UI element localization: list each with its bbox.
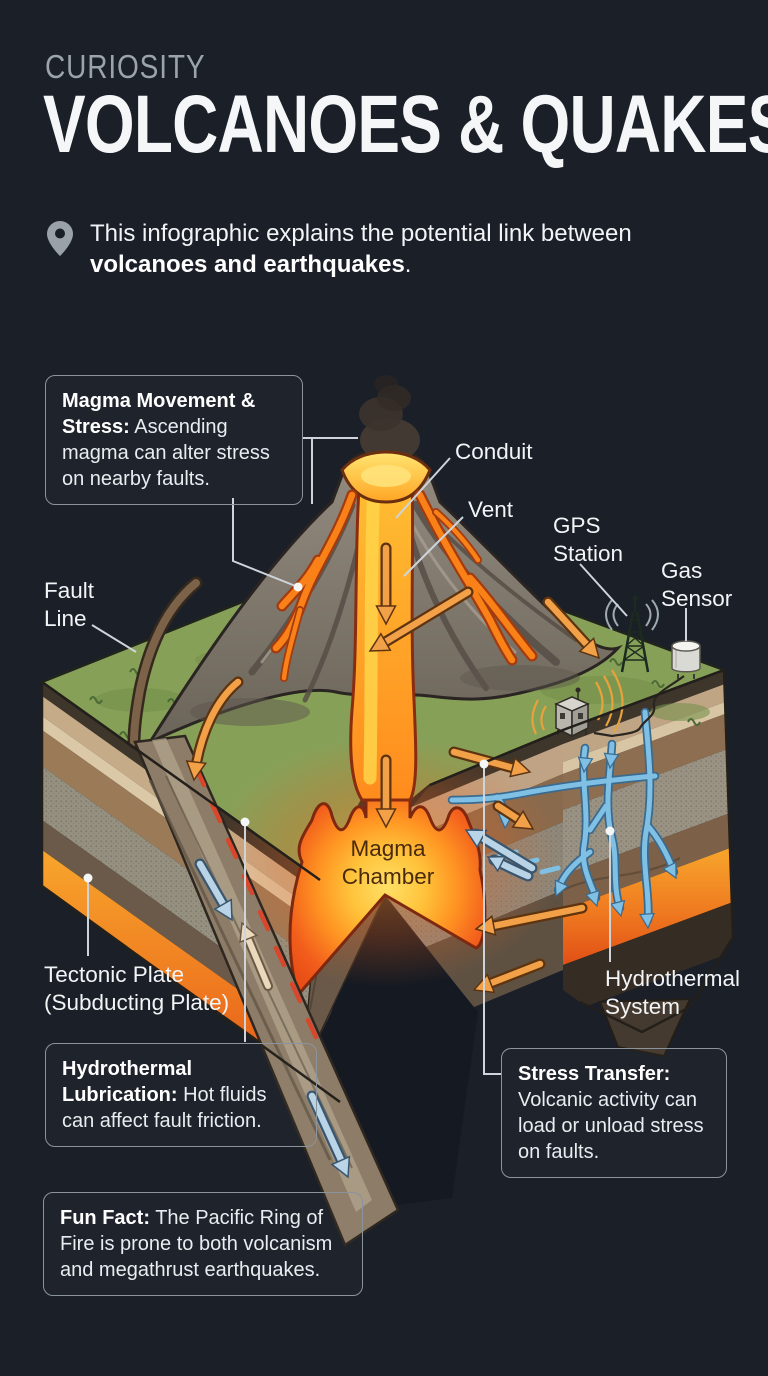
intro-bold: volcanoes and earthquakes [90,251,405,278]
callout-hydro-text: Hot fluids can affect fault friction. [62,1084,267,1132]
connector-lines [87,437,687,1075]
tectonic-plate-label: Tectonic Plate(Subducting Plate) [44,962,229,1015]
seismometer-icon [554,687,590,738]
page-title: VOLCANOES & QUAKES [43,79,768,170]
intro-line1: This infographic explains the potential … [90,220,632,247]
callout-stress-transfer: Stress Transfer: Volcanic activity can l… [501,1048,727,1178]
callout-magma-text: Ascending magma can alter stress on near… [62,416,270,490]
intro-text: This infographic explains the potential … [90,220,632,278]
seismic-waves-icon [531,669,624,735]
smoke-plume [359,375,420,462]
location-pin-icon [47,221,73,256]
gps-tower-icon [620,595,650,673]
sensor-cable [593,675,685,738]
gas-sensor-icon [671,640,701,679]
connector-dots [83,582,615,883]
lava-flows [270,489,538,682]
callout-hydrothermal-lubrication: Hydrothermal Lubrication: Hot fluids can… [45,1043,317,1147]
callout-stress-text: Volcanic activity can load or unload str… [518,1089,704,1163]
callout-fun-text: The Pacific Ring of Fire is prone to bot… [60,1207,333,1281]
stress-arrows [185,542,601,994]
callout-fun-bold: Fun Fact: [60,1207,150,1229]
header-kicker: CURIOSITY [45,48,206,85]
plate-motion-arrows [194,828,538,1179]
conduit-label: Conduit [455,439,533,464]
vent-label: Vent [468,497,514,522]
callout-hydro-bold: Hydrothermal Lubrication: [62,1058,193,1106]
callout-magma-movement: Magma Movement & Stress: Ascending magma… [45,375,303,505]
callout-magma-bold: Magma Movement & Stress: [62,390,256,438]
callout-fun-fact: Fun Fact: The Pacific Ring of Fire is pr… [43,1192,363,1296]
bottom-right-rock [598,997,692,1058]
callout-stress-bold: Stress Transfer: [518,1063,671,1085]
block-edges [40,668,735,1104]
